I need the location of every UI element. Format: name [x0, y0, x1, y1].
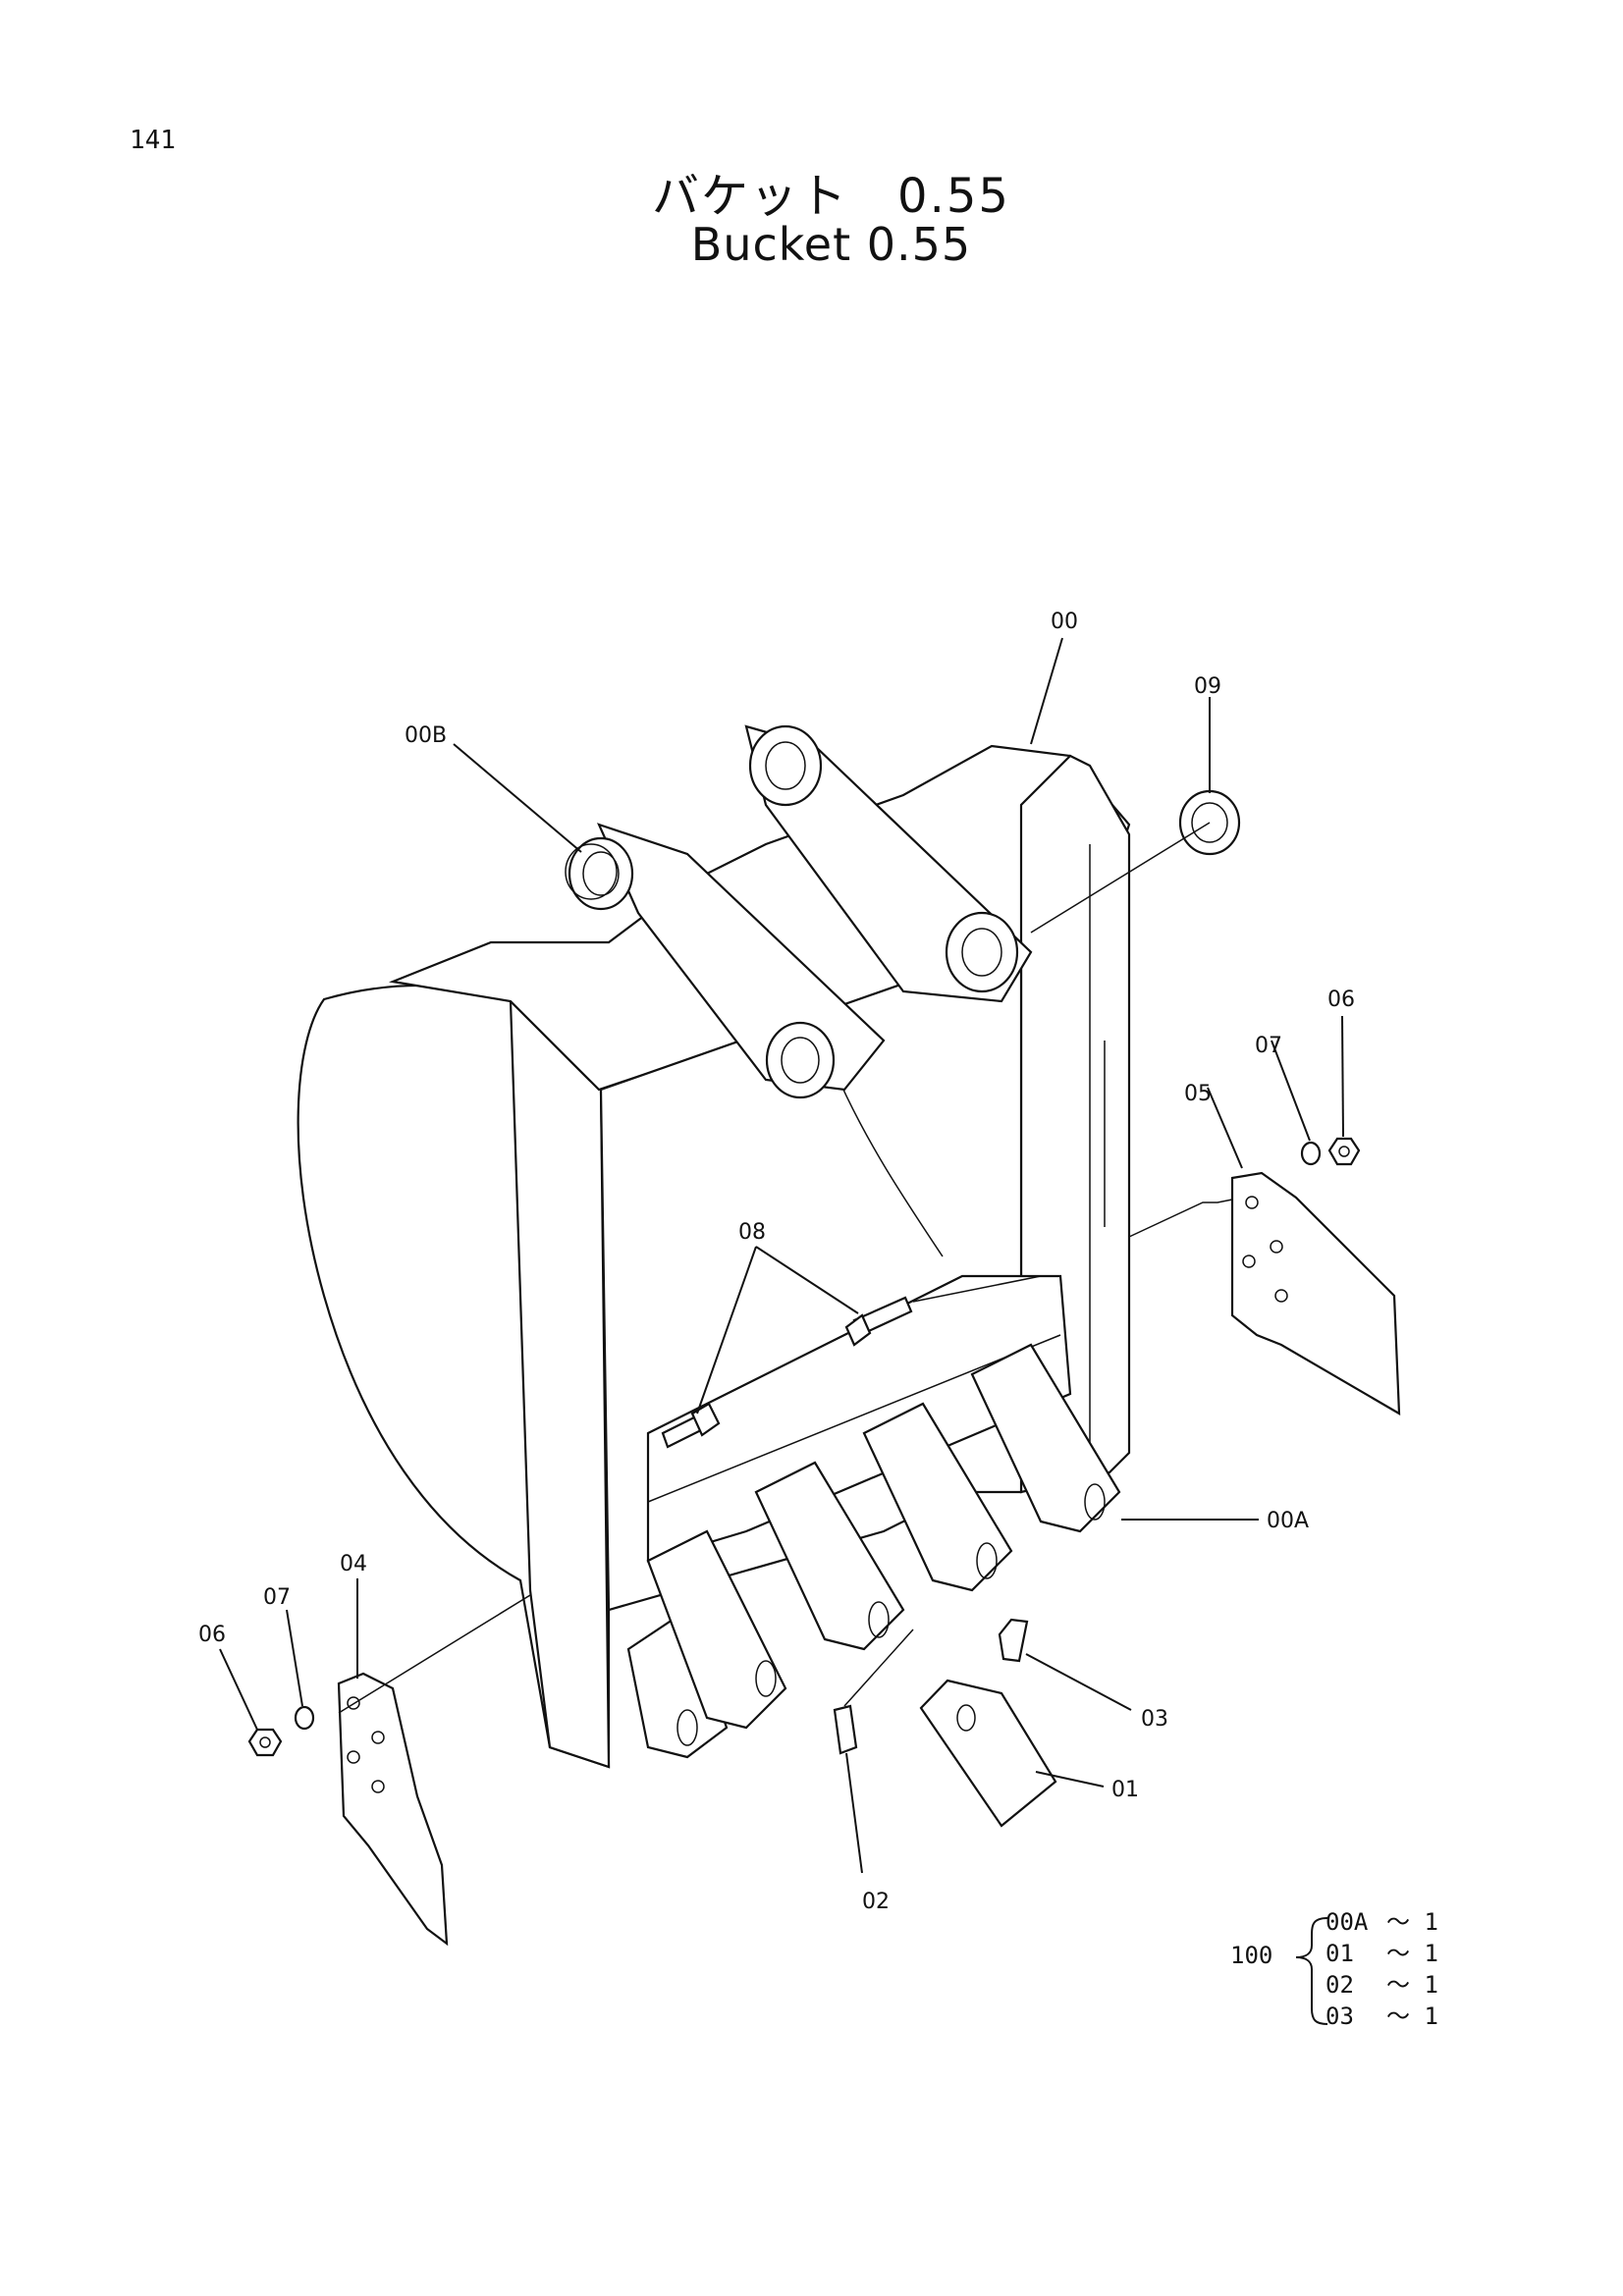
label-02: 02 [862, 1890, 890, 1914]
label-01: 01 [1111, 1778, 1139, 1802]
kit-note: 100 00A ～ 1 01 ～ 1 02 ～ 1 03 ～ 1 [1230, 1908, 1438, 2030]
label-08: 08 [738, 1220, 766, 1245]
kit-row-part: 03 [1325, 2002, 1354, 2030]
label-00A: 00A [1267, 1509, 1309, 1533]
leader-lines [219, 637, 1344, 1874]
kit-row-qty: ～ 1 [1386, 2002, 1438, 2030]
label-03: 03 [1141, 1707, 1168, 1732]
label-07-right: 07 [1255, 1034, 1282, 1058]
part-04-side-cutter-left [337, 1672, 449, 1947]
part-05-side-cutter-right [1230, 1171, 1401, 1415]
label-09: 09 [1194, 674, 1221, 699]
kit-row-qty: ～ 1 [1386, 1908, 1438, 1936]
kit-row-part: 00A [1325, 1908, 1369, 1936]
kit-row-qty: ～ 1 [1386, 1940, 1438, 1967]
part-01-tooth-point [919, 1679, 1057, 1828]
label-00B: 00B [405, 723, 447, 748]
label-00: 00 [1051, 610, 1078, 634]
part-labels: 00 09 00B 06 07 05 08 00A 04 07 06 03 01… [198, 610, 1355, 1914]
part-07-06-washer-nut-right [1300, 1137, 1361, 1166]
part-03-lock [998, 1618, 1029, 1663]
title-japanese: バケット 0.55 [652, 169, 1010, 224]
bucket-teeth [626, 1343, 1121, 1759]
title-english: Bucket 0.55 [690, 218, 972, 271]
part-00B-bushing [565, 843, 618, 900]
kit-row-part: 01 [1325, 1940, 1354, 1967]
label-06-left: 06 [198, 1623, 226, 1647]
part-07-06-washer-nut-left [247, 1705, 315, 1757]
page-number: 141 [130, 126, 176, 155]
label-07-left: 07 [263, 1585, 291, 1610]
kit-row-qty: ～ 1 [1386, 1971, 1438, 1999]
part-02-pin [833, 1704, 858, 1755]
kit-row-part: 02 [1325, 1971, 1354, 1999]
label-05: 05 [1184, 1082, 1212, 1106]
kit-assembly-number: 100 [1230, 1942, 1272, 1969]
mounting-brackets [568, 724, 1033, 1099]
label-06-right: 06 [1327, 988, 1355, 1012]
label-04: 04 [340, 1552, 367, 1576]
